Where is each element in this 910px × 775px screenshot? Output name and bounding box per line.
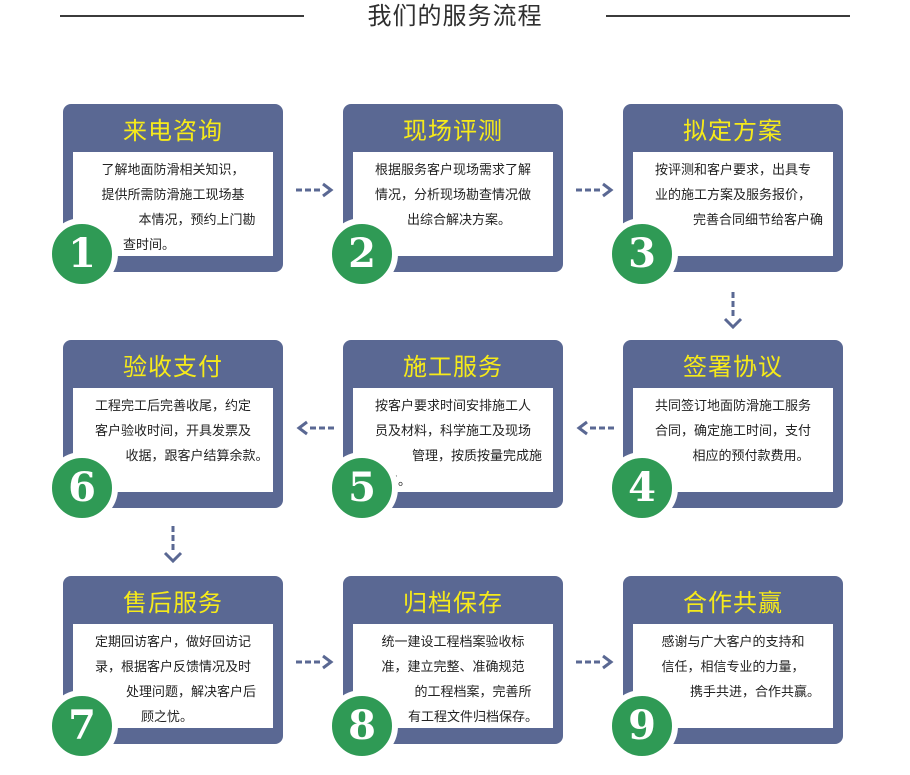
step-description: 工程完工后完善收尾，约定客户验收时间，开具发票及 收据，跟客户结算余款。 — [94, 399, 269, 464]
step-number-badge: 5 — [326, 452, 398, 524]
step-description: 了解地面防滑相关知识，提供所需防滑施工现场基 本情况，预约上门勘查时间。 — [101, 163, 256, 253]
dashed-arrow-right-icon — [296, 182, 336, 198]
dashed-arrow-left-icon — [294, 420, 334, 436]
title-divider-left — [60, 15, 304, 17]
step-description: 感谢与广大客户的支持和信任，相信专业的力量， 携手共进，合作共赢。 — [661, 635, 820, 700]
dashed-arrow-right-icon — [296, 654, 336, 670]
step-number-badge: 2 — [326, 218, 398, 290]
step-description-box: 统一建设工程档案验收标准，建立完整、准确规范 的工程档案，完善所有工程文件归档保… — [353, 624, 553, 728]
step-title: 合作共赢 — [683, 589, 783, 617]
step-card-5: 施工服务 按客户要求时间安排施工人员及材料，科学施工及现场 管理，按质按量完成施… — [343, 340, 563, 508]
step-title: 来电咨询 — [123, 117, 223, 145]
step-description-box: 共同签订地面防滑施工服务合同，确定施工时间，支付 相应的预付款费用。 — [633, 388, 833, 492]
page-title: 我们的服务流程 — [367, 2, 543, 30]
step-description: 统一建设工程档案验收标准，建立完整、准确规范 的工程档案，完善所有工程文件归档保… — [381, 635, 538, 725]
dashed-arrow-right-icon — [576, 654, 616, 670]
step-number-badge: 9 — [606, 690, 678, 762]
step-number-badge: 6 — [46, 452, 118, 524]
step-title: 现场评测 — [403, 117, 503, 145]
step-description: 根据服务客户现场需求了解情况，分析现场勘查情况做 出综合解决方案。 — [374, 163, 531, 228]
dashed-arrow-left-icon — [574, 420, 614, 436]
step-title: 施工服务 — [403, 353, 503, 381]
step-description: 定期回访客户，做好回访记录，根据客户反馈情况及时 处理问题，解决客户后顾之忧。 — [94, 635, 256, 725]
step-description-box: 根据服务客户现场需求了解情况，分析现场勘查情况做 出综合解决方案。 — [353, 152, 553, 256]
step-description: 按客户要求时间安排施工人员及材料，科学施工及现场 管理，按质按量完成施工。 — [374, 399, 542, 489]
dashed-arrow-down-icon — [163, 526, 183, 566]
step-number-badge: 4 — [606, 452, 678, 524]
dashed-arrow-right-icon — [576, 182, 616, 198]
step-number-badge: 1 — [46, 218, 118, 290]
step-number-badge: 3 — [606, 218, 678, 290]
step-title: 售后服务 — [123, 589, 223, 617]
step-title: 归档保存 — [403, 589, 503, 617]
step-card-3: 拟定方案 按评测和客户要求，出具专业的施工方案及服务报价， 完善合同细节给客户确… — [623, 104, 843, 272]
step-number-badge: 8 — [326, 690, 398, 762]
step-card-9: 合作共赢 感谢与广大客户的支持和信任，相信专业的力量， 携手共进，合作共赢。 — [623, 576, 843, 744]
step-title: 拟定方案 — [683, 117, 783, 145]
step-title: 签署协议 — [683, 353, 783, 381]
dashed-arrow-down-icon — [723, 292, 743, 332]
step-card-2: 现场评测 根据服务客户现场需求了解情况，分析现场勘查情况做 出综合解决方案。 — [343, 104, 563, 272]
title-divider-right — [606, 15, 850, 17]
step-number-badge: 7 — [46, 690, 118, 762]
step-description: 共同签订地面防滑施工服务合同，确定施工时间，支付 相应的预付款费用。 — [654, 399, 811, 464]
step-title: 验收支付 — [123, 353, 223, 381]
